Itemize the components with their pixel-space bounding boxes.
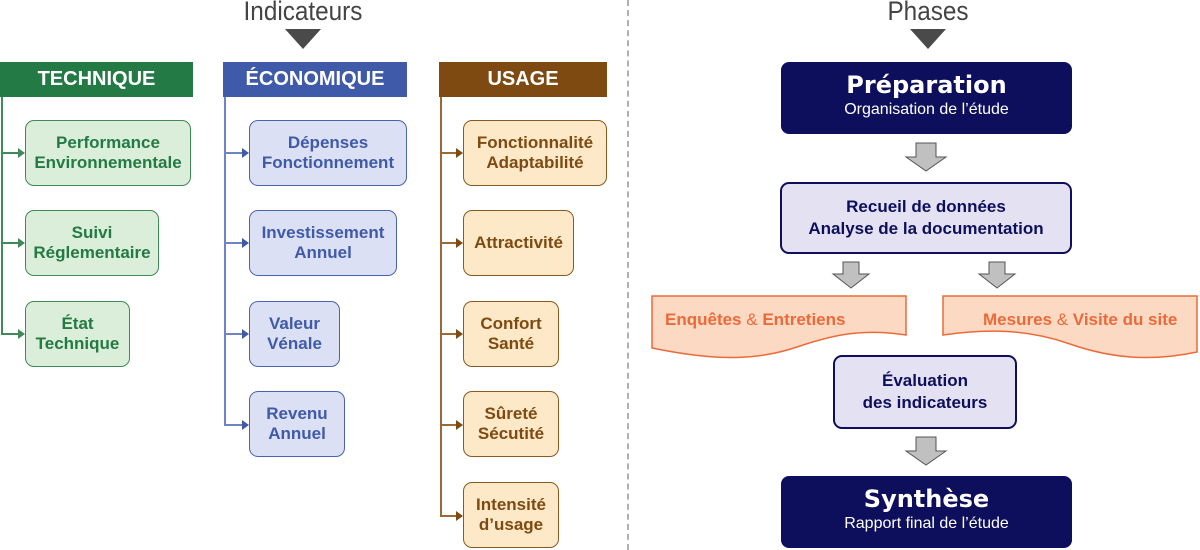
connector [224,152,242,154]
arrowhead-icon [18,329,25,339]
indicator-label: Suivi [71,223,113,242]
category-header-technique: TECHNIQUE [0,62,193,97]
indicator-label: Technique [35,334,120,353]
phase-line: des indicateurs [862,393,988,412]
ampersand: & [746,310,758,329]
down-arrow-icon [977,261,1017,289]
arrowhead-icon [242,329,249,339]
connector-line [440,97,442,516]
phase-title: Préparation [846,71,1007,99]
indicator-label: Annuel [294,243,352,262]
connector [1,333,18,335]
arrowhead-icon [18,148,25,158]
measures-label[interactable]: Mesures & Visite du site [983,310,1177,330]
phases-down-triangle-icon [910,29,946,49]
phase-subtitle: Organisation de l’étude [844,101,1009,118]
connector [440,152,456,154]
phase-line: Évaluation [882,371,968,390]
down-arrow-icon [831,261,871,289]
section-divider [627,0,629,550]
category-header-economique: ÉCONOMIQUE [223,62,407,97]
connector [440,242,456,244]
connector [440,424,456,426]
phase-subtitle: Rapport final de l’étude [844,515,1009,532]
indicator-label: Valeur [268,314,321,333]
down-arrow-icon [904,436,948,466]
indicator-label: Confort [480,314,542,333]
indicator-label: d’usage [478,515,544,534]
indicator-label: Vénale [267,334,322,353]
indicators-title: Indicateurs [243,0,363,26]
connector [440,333,456,335]
indicator-label: Fonctionnalité [476,133,594,152]
arrowhead-icon [456,511,463,521]
measures-part2: Visite du site [1072,310,1178,329]
connector [440,515,456,517]
indicator-label: Santé [487,334,535,353]
phase-line: Recueil de données [846,197,1006,216]
indicator-label: Dépenses [287,133,369,152]
phase-title: Synthèse [863,485,990,513]
indicator-label: Investissement [261,223,385,242]
phases-title: Phases [887,0,969,26]
indicator-label: Revenu [266,404,328,423]
indicator-label: Réglementaire [33,243,151,262]
connector-line [224,97,226,425]
arrowhead-icon [18,238,25,248]
surveys-doc-shape [651,295,907,359]
indicator-label: Annuel [268,424,326,443]
indicators-down-triangle-icon [285,29,321,49]
surveys-part2: Entretiens [762,310,846,329]
indicator-label: Fonctionnement [261,153,395,172]
indicator-label: Intensité [476,495,546,514]
arrowhead-icon [242,148,249,158]
ampersand: & [1056,310,1069,329]
down-arrow-icon [904,142,948,172]
arrowhead-icon [456,420,463,430]
phase-line: Analyse de la documentation [808,219,1044,238]
indicator-label: Attractivité [474,233,563,252]
connector [224,424,242,426]
indicator-label: Adaptabilité [486,153,584,172]
indicator-box[interactable]: Attractivité [463,210,574,276]
surveys-part1: Enquêtes [665,310,742,329]
indicator-label: Sûreté [484,404,538,423]
indicator-label: État [61,314,94,333]
arrowhead-icon [456,148,463,158]
phase-synthesis[interactable]: Synthèse Rapport final de l’étude [781,476,1072,548]
phase-preparation[interactable]: Préparation Organisation de l’étude [781,62,1072,134]
indicator-label: Performance [56,133,160,152]
indicator-label: Sécutité [477,424,545,443]
arrowhead-icon [242,420,249,430]
arrowhead-icon [456,238,463,248]
indicator-label: Environnementale [34,153,182,172]
measures-doc-shape [942,295,1198,359]
category-header-usage: USAGE [439,62,607,97]
connector [1,242,18,244]
surveys-label[interactable]: Enquêtes & Entretiens [665,310,845,330]
connector [224,333,242,335]
connector [224,242,242,244]
phase-evaluation[interactable]: Évaluation des indicateurs [833,355,1017,429]
arrowhead-icon [242,238,249,248]
measures-part1: Mesures [983,310,1052,329]
connector [1,152,18,154]
arrowhead-icon [456,329,463,339]
connector-line [1,97,3,335]
